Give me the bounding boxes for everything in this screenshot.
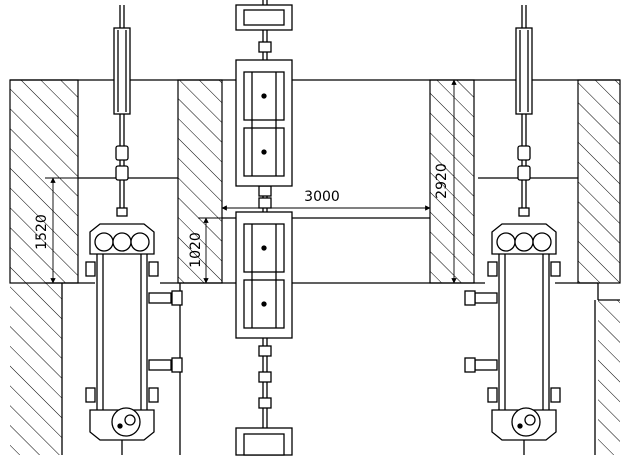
dimension-label-3000: 3000	[304, 189, 340, 205]
dimension-label-1520: 1520	[34, 214, 50, 250]
right-hanger-assembly	[464, 5, 561, 455]
dimension-label-2920: 2920	[434, 163, 450, 199]
dimension-lines	[45, 79, 457, 284]
hatched-walls	[9, 79, 621, 455]
central-column-assembly	[235, 0, 293, 456]
dimension-label-1020: 1020	[188, 232, 204, 268]
left-hanger-assembly	[85, 5, 183, 455]
